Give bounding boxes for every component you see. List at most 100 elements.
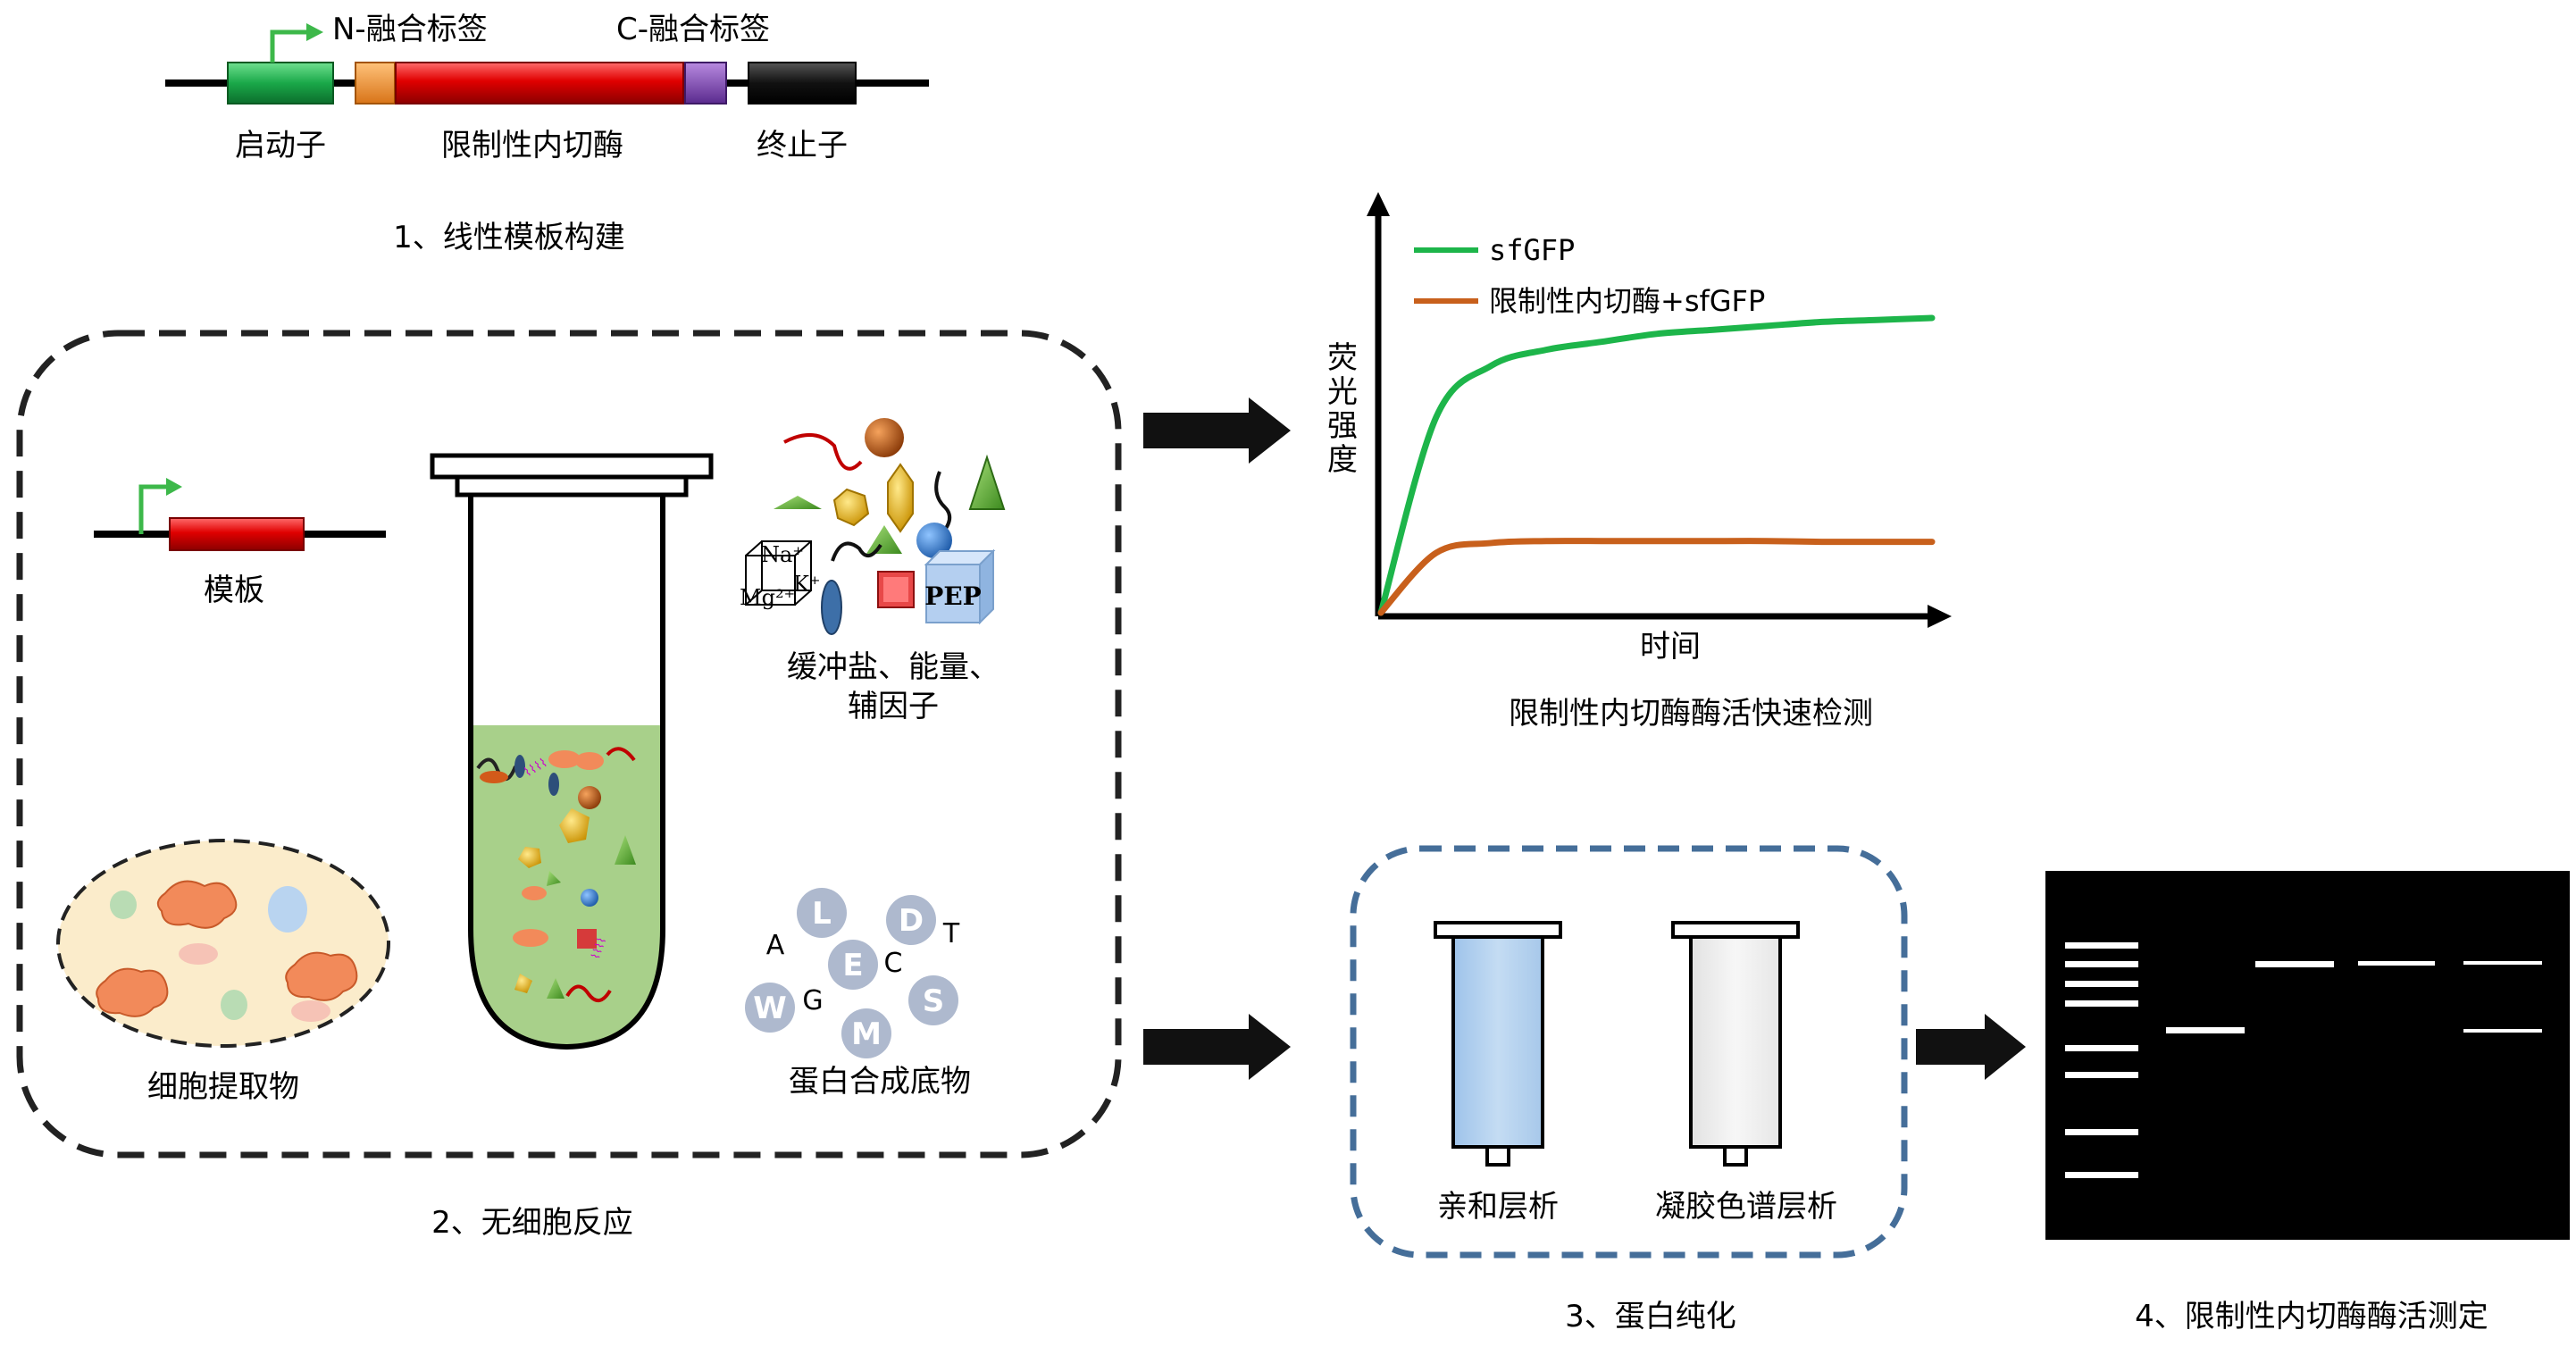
rna-strand bbox=[783, 432, 863, 471]
ribosome-icon bbox=[522, 886, 547, 900]
ribosome-icon bbox=[513, 929, 548, 947]
flow-arrows bbox=[1143, 397, 2026, 1080]
template-gene-block bbox=[169, 517, 305, 551]
amino-acid-bubble bbox=[841, 1008, 891, 1058]
amino-acid-bubble bbox=[797, 888, 847, 938]
y-axis-label-char: 度 bbox=[1327, 442, 1358, 478]
triangle-molecule-icon bbox=[615, 835, 636, 865]
mrna-strand bbox=[476, 757, 517, 781]
arrow-to-purification-icon bbox=[1143, 1014, 1291, 1080]
ion-cube-icon bbox=[745, 540, 812, 606]
affinity-column: 亲和层析 bbox=[1434, 921, 1562, 1225]
molecule-icon bbox=[480, 771, 508, 783]
molecule-icon bbox=[548, 773, 559, 796]
crystal-icon bbox=[518, 847, 541, 868]
triangle-molecule-icon bbox=[547, 871, 561, 886]
step4-title: 4、限制性内切酶酶活测定 bbox=[2135, 1299, 2488, 1334]
sodium-ion-label: Na⁺ bbox=[761, 542, 804, 567]
amino-acid-bubble bbox=[908, 975, 958, 1025]
template-label: 模板 bbox=[204, 573, 264, 608]
strand-icon bbox=[831, 541, 882, 562]
reaction-dashed-border bbox=[16, 330, 1122, 1158]
column-outlet bbox=[1485, 1145, 1510, 1167]
c-tag-label: C-融合标签 bbox=[616, 12, 770, 47]
ladder-band bbox=[2065, 1172, 2138, 1178]
legend-label-enzyme: 限制性内切酶+sfGFP bbox=[1489, 284, 1765, 318]
legend-label-sfgfp: sfGFP bbox=[1489, 233, 1575, 267]
gel-filtration-column: 凝胶色谱层析 bbox=[1655, 921, 1837, 1225]
column-outlet bbox=[1723, 1145, 1748, 1167]
sample-band-lane5-top bbox=[2463, 961, 2542, 965]
rna-strand bbox=[606, 747, 636, 762]
ellipse-molecule-icon bbox=[821, 580, 842, 635]
triangle-molecule-icon bbox=[968, 454, 1006, 510]
tube-body bbox=[468, 495, 665, 1050]
amino-acid-letter: A bbox=[766, 930, 785, 961]
column-body bbox=[1689, 935, 1782, 1149]
amino-acid-letter: G bbox=[802, 985, 823, 1016]
amino-acid-letter: L bbox=[812, 896, 832, 932]
amino-acid-letter: M bbox=[851, 1016, 882, 1052]
ladder-lane bbox=[2065, 942, 2138, 1178]
strand-icon bbox=[934, 471, 952, 536]
ladder-band bbox=[2065, 1000, 2138, 1007]
crystal-icon bbox=[887, 463, 914, 533]
extract-label: 细胞提取物 bbox=[147, 1069, 299, 1105]
gel-filtration-label: 凝胶色谱层析 bbox=[1655, 1189, 1837, 1225]
amino-acid-letter: T bbox=[942, 918, 960, 949]
sample-band-lane2 bbox=[2166, 1027, 2245, 1033]
tube-cap bbox=[430, 453, 714, 480]
y-axis-label-char: 荧 bbox=[1327, 340, 1358, 376]
column-cap bbox=[1671, 921, 1800, 939]
arrow-to-gel-icon bbox=[1916, 1014, 2026, 1080]
terminator-label: 终止子 bbox=[757, 128, 848, 163]
sample-band-lane3 bbox=[2255, 961, 2334, 967]
y-axis-label-char: 强 bbox=[1327, 408, 1358, 444]
ball-molecule-icon bbox=[865, 418, 904, 457]
ladder-band bbox=[2065, 1072, 2138, 1078]
sample-band-lane5-bottom bbox=[2463, 1029, 2542, 1033]
sample-band-lane4 bbox=[2358, 961, 2435, 966]
ribosome-icon bbox=[96, 967, 169, 1017]
pep-cube: PEP bbox=[924, 548, 996, 625]
template-dna: 模板 bbox=[94, 478, 386, 608]
reaction-tube: ⌇⌇⌇⌇ ⌇⌇⌇⌇ bbox=[430, 453, 714, 1050]
column-cap bbox=[1434, 921, 1562, 939]
step2-title: 2、无细胞反应 bbox=[431, 1205, 633, 1241]
fluorescence-chart: sfGFP 限制性内切酶+sfGFP 荧光强度 时间 限制性内切酶酶活快速检测 bbox=[1327, 192, 1952, 732]
template-arrowhead-icon bbox=[166, 478, 182, 496]
ladder-band bbox=[2065, 942, 2138, 949]
promoter-block bbox=[227, 62, 334, 105]
template-promoter-arrow-icon bbox=[138, 484, 168, 534]
triangle-molecule-icon bbox=[774, 496, 822, 509]
potassium-ion-label: K⁺ bbox=[793, 572, 821, 597]
ribosome-icon bbox=[285, 951, 358, 1001]
y-axis-arrowhead bbox=[1367, 192, 1390, 216]
cell-free-reaction-panel: 模板 细胞提取物 ⌇⌇⌇⌇ bbox=[16, 330, 1122, 1241]
amino-acid-bubble bbox=[828, 940, 878, 990]
amino-acid-bubble bbox=[745, 983, 795, 1033]
y-axis-label: 荧光强度 bbox=[1327, 340, 1358, 478]
ball-molecule-icon bbox=[916, 523, 952, 558]
chart-series-group bbox=[1377, 314, 1936, 616]
promoter-label: 启动子 bbox=[235, 128, 326, 163]
y-axis-label-char: 光 bbox=[1327, 374, 1358, 410]
rna-strand bbox=[565, 984, 612, 1002]
purification-dashed-border bbox=[1350, 845, 1908, 1259]
substrate-label: 蛋白合成底物 bbox=[789, 1064, 971, 1100]
step1-title: 1、线性模板构建 bbox=[393, 220, 625, 255]
ladder-band bbox=[2065, 1129, 2138, 1135]
amino-acid-letter: C bbox=[884, 948, 903, 979]
triangle-molecule-icon bbox=[866, 525, 902, 554]
amino-acid-letter: D bbox=[899, 903, 924, 939]
chart-title: 限制性内切酶酶活快速检测 bbox=[1509, 696, 1873, 732]
ladder-band bbox=[2065, 1045, 2138, 1051]
ribosome-icon bbox=[548, 750, 581, 768]
enzyme-gene-block bbox=[395, 62, 684, 105]
crystal-icon bbox=[832, 488, 870, 527]
buffer-label-line2: 辅因子 bbox=[848, 689, 939, 724]
amino-acid-letter: S bbox=[923, 983, 945, 1019]
series-line-0 bbox=[1377, 314, 1936, 616]
terminator-block bbox=[748, 62, 857, 105]
